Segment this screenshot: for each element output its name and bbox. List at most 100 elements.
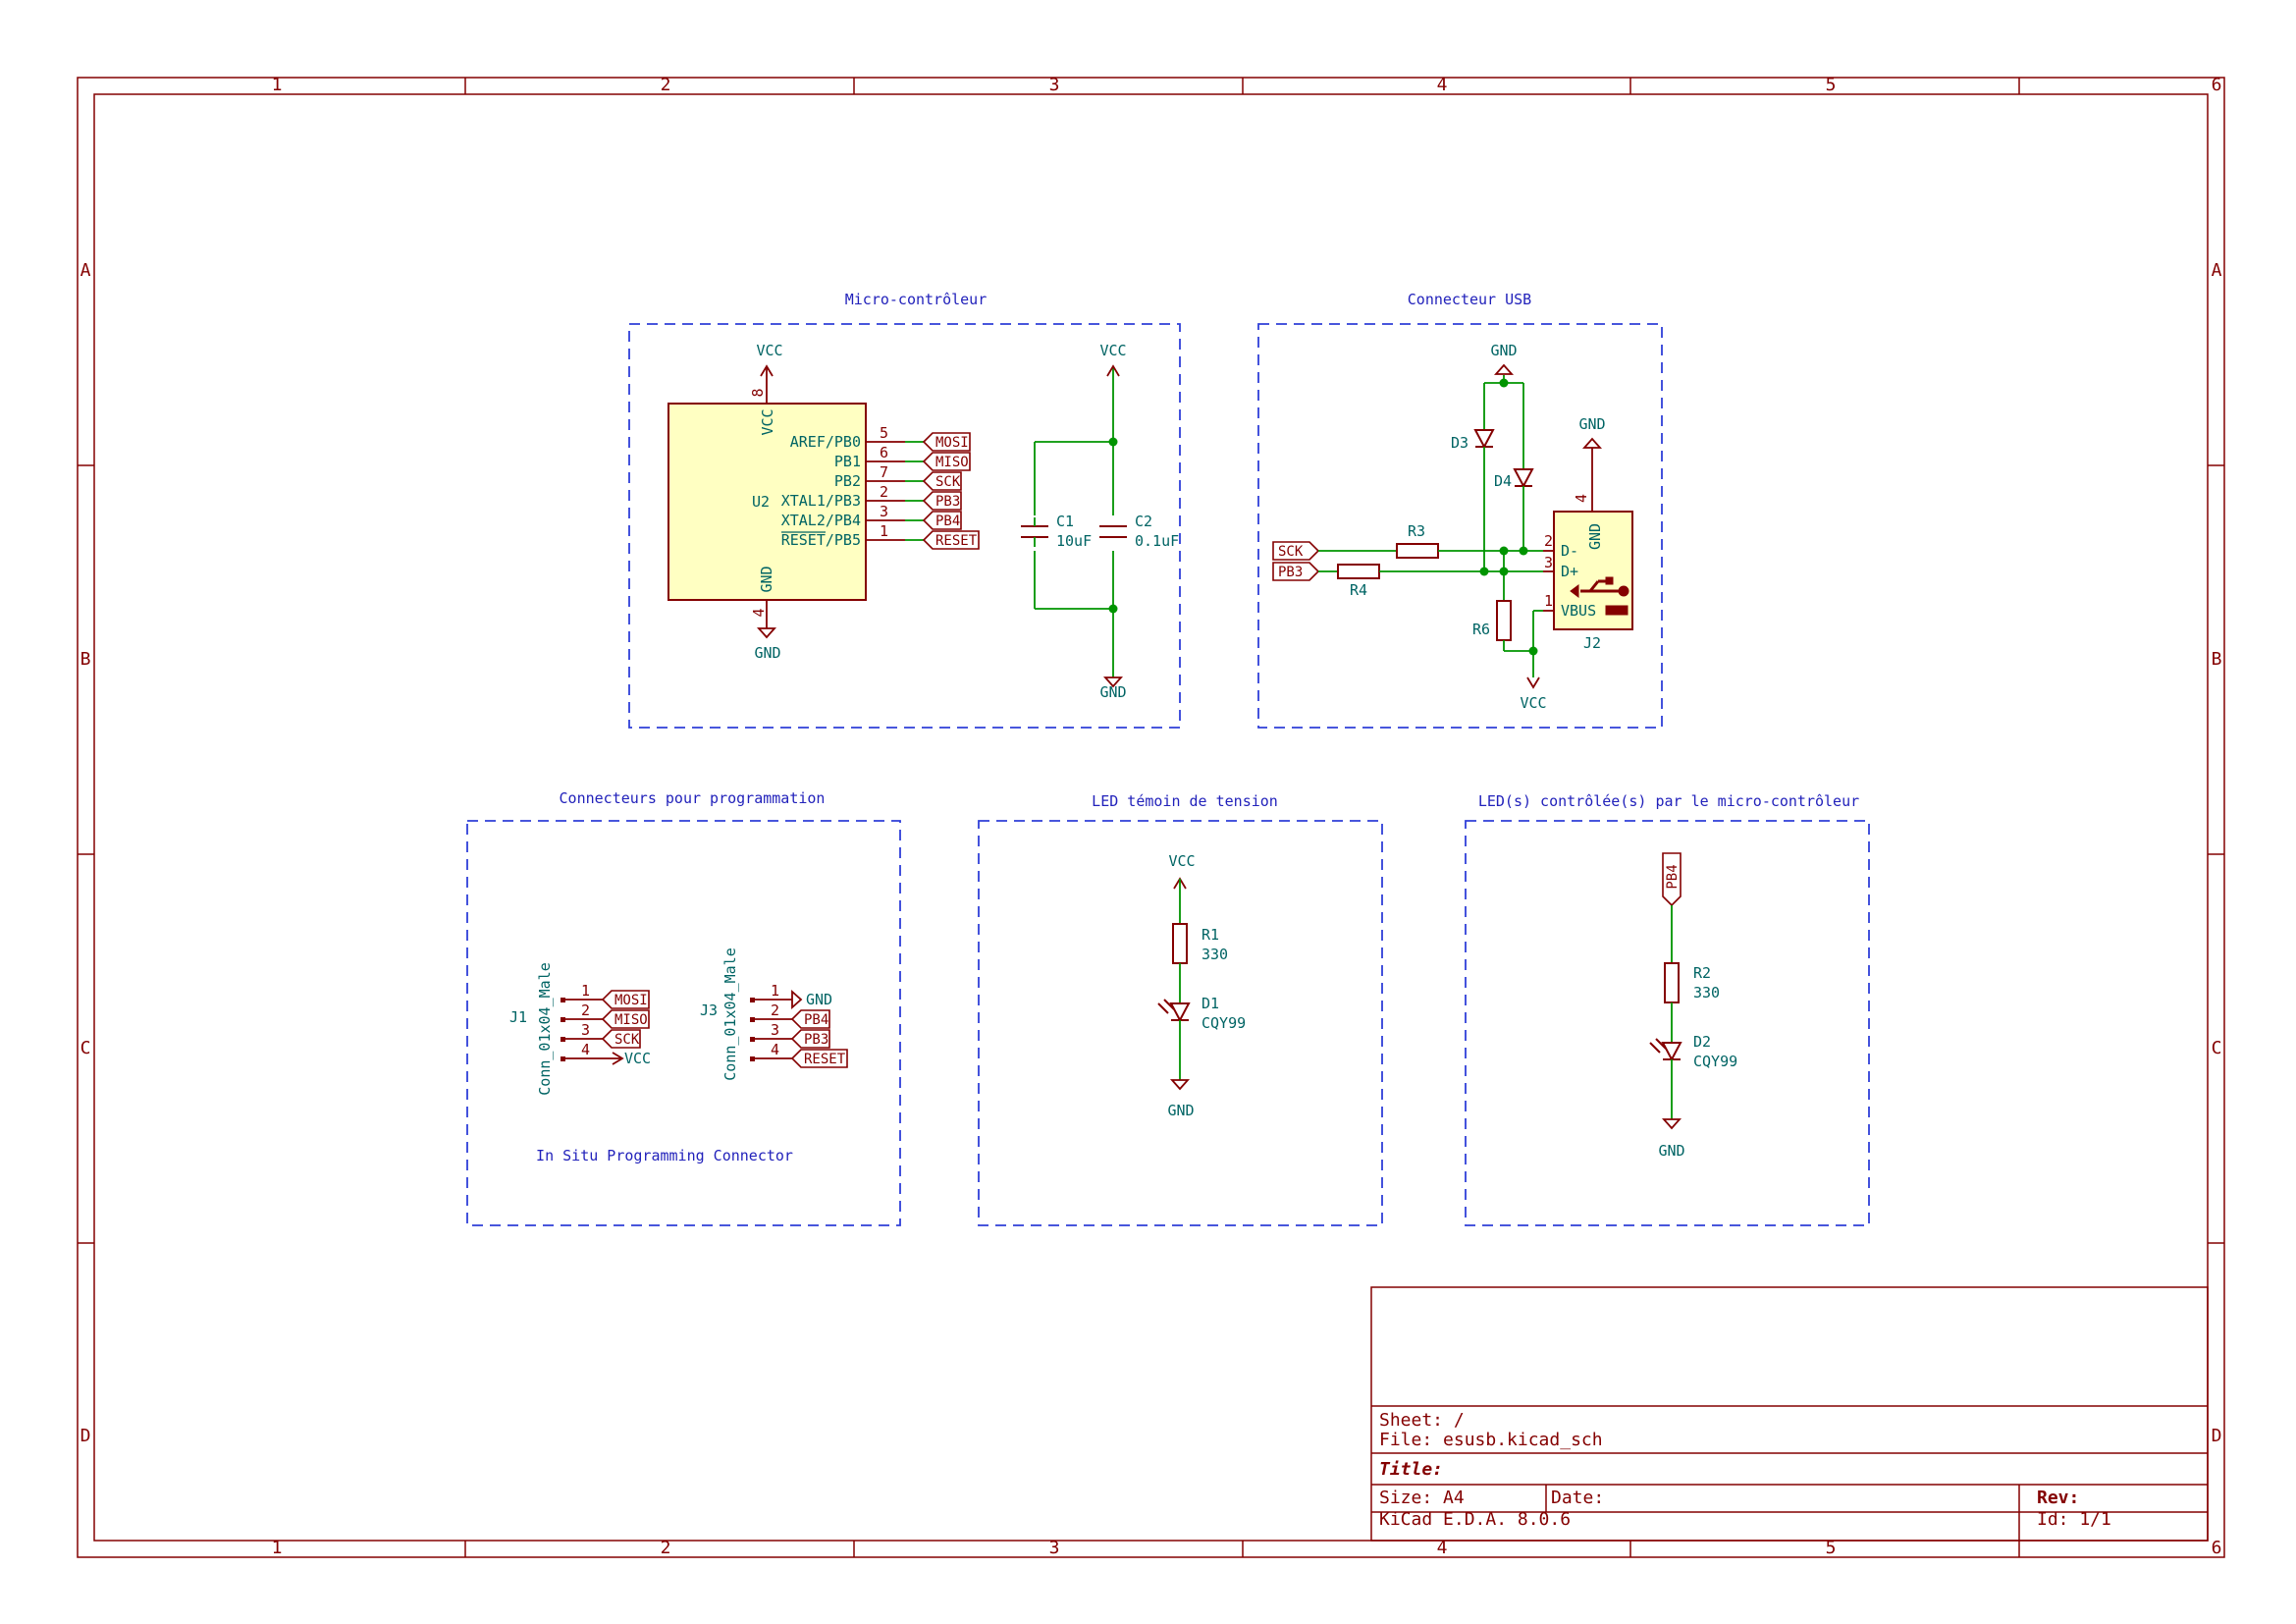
power-label: GND [1578, 415, 1605, 433]
led-power-circuit: VCC GND R1 330 D1 CQY99 [1157, 852, 1246, 1119]
pin-name: VBUS [1561, 602, 1596, 620]
conn-pin-head [561, 1037, 565, 1042]
col-label-top: 5 [1826, 75, 1837, 95]
pin-number: 2 [880, 483, 888, 501]
j1-value: Conn_01x04_Male [536, 962, 554, 1095]
r1-ref: R1 [1201, 926, 1219, 944]
r2-ref: R2 [1693, 964, 1711, 982]
row-label-left: B [80, 649, 91, 670]
col-label-bottom: 5 [1826, 1538, 1837, 1558]
d4-ref: D4 [1494, 472, 1512, 490]
gnd-symbol [791, 989, 803, 1010]
net-label-text: PB3 [804, 1032, 828, 1048]
pin-number: 2 [771, 1001, 779, 1019]
pin-number: 3 [771, 1021, 779, 1039]
power-label: GND [754, 644, 780, 662]
pin-number: 3 [880, 503, 888, 520]
pin-number: 4 [771, 1041, 779, 1058]
conn-pin-head [561, 1056, 565, 1061]
pin-name: PB1 [834, 453, 861, 470]
net-label-text: SCK [935, 474, 961, 490]
row-label-left: D [80, 1426, 91, 1446]
row-label-left: A [80, 260, 91, 281]
pin-number: 3 [581, 1021, 590, 1039]
j2-ref: J2 [1583, 634, 1601, 652]
col-label-bottom: 3 [1049, 1538, 1060, 1558]
pin-name: RESET/PB5 [781, 531, 861, 549]
row-label-right: B [2212, 649, 2222, 670]
col-label-top: 4 [1437, 75, 1448, 95]
row-label-right: C [2212, 1038, 2222, 1058]
microcontroller-u2[interactable]: 8 VCC 4 GND U2 [667, 367, 867, 628]
net-label-reset [922, 530, 980, 550]
net-label-pb3 [922, 491, 962, 511]
col-label-bottom: 1 [272, 1538, 283, 1558]
conn-pin-head [561, 1017, 565, 1022]
c1-ref: C1 [1056, 513, 1074, 530]
title-block: Sheet: / File: esusb.kicad_sch Title: Si… [1370, 1286, 2209, 1542]
power-label: GND [1490, 342, 1517, 359]
connector-j3[interactable]: J3 Conn_01x04_Male [700, 947, 739, 1080]
row-label-right: D [2212, 1426, 2222, 1446]
pin-number: 6 [880, 444, 888, 461]
sheet-label: Sheet: / [1379, 1410, 1465, 1431]
power-label: VCC [624, 1050, 651, 1067]
power-label: GND [1099, 683, 1126, 701]
date-label: Date: [1551, 1488, 1604, 1508]
section-title: Micro-contrôleur [845, 291, 988, 308]
net-label-pb4 [1662, 852, 1682, 907]
vcc-arrow [612, 1052, 624, 1065]
pin-name: GND [1586, 523, 1604, 550]
r1-value: 330 [1201, 946, 1228, 963]
section-programming: Connecteurs pour programmation [466, 789, 901, 1226]
j3-value: Conn_01x04_Male [721, 947, 739, 1080]
size-label: Size: A4 [1379, 1488, 1465, 1508]
r4-ref: R4 [1350, 581, 1367, 599]
net-label-text: MISO [935, 455, 969, 470]
net-label-miso [922, 452, 971, 471]
r3-ref: R3 [1408, 522, 1425, 540]
mcu-ref: U2 [752, 493, 770, 511]
net-label-sck [922, 471, 962, 491]
pin-number: 8 [749, 388, 767, 397]
net-label-pb4 [790, 1009, 830, 1029]
pin-number: 1 [581, 982, 590, 1000]
c2-value: 0.1uF [1135, 532, 1179, 550]
connector-j1[interactable]: J1 Conn_01x04_Male [509, 962, 554, 1095]
j1-ref: J1 [509, 1008, 527, 1026]
section-microcontroller: Micro-contrôleur [628, 291, 1181, 729]
col-label-top: 3 [1049, 75, 1060, 95]
title-label: Title: [1379, 1459, 1443, 1480]
j3-ref: J3 [700, 1001, 718, 1019]
pin-name: AREF/PB0 [790, 433, 861, 451]
col-label-bottom: 4 [1437, 1538, 1448, 1558]
row-label-right: A [2212, 260, 2222, 281]
conn-pin-head [561, 998, 565, 1002]
net-label-sck [601, 1029, 641, 1049]
c1-value: 10uF [1056, 532, 1092, 550]
pin-number: 4 [750, 608, 768, 617]
pin-name: PB2 [834, 472, 861, 490]
d3-ref: D3 [1451, 434, 1468, 452]
net-label-text: RESET [935, 533, 978, 549]
net-label-text: SCK [1278, 544, 1304, 560]
gnd-symbol: GND [754, 627, 781, 662]
net-label-text: MISO [614, 1012, 648, 1028]
power-label: VCC [1168, 852, 1195, 870]
net-label-pb3 [1272, 562, 1320, 581]
section-led-mcu: LED(s) contrôlée(s) par le micro-contrôl… [1465, 792, 1870, 1226]
rev-label: Rev: [2037, 1488, 2079, 1508]
section-title: Connecteur USB [1408, 291, 1531, 308]
net-label-text: PB4 [935, 514, 960, 529]
power-label: GND [1167, 1102, 1194, 1119]
pin-number: 1 [1544, 592, 1553, 610]
net-label-text: MOSI [614, 993, 648, 1008]
led-mcu-circuit: PB4 GND R2 330 D2 CQY99 [1649, 852, 1737, 1160]
frame-column-labels: 1 2 3 4 5 6 1 2 3 4 5 6 [272, 75, 2222, 1558]
frame-row-labels: A B C D A B C D [80, 260, 2222, 1446]
usb-connector-j2[interactable]: 2 3 1 4 D- D+ VBUS GND J2 GND [1543, 415, 1633, 652]
net-label-text: SCK [614, 1032, 640, 1048]
pin-name: XTAL2/PB4 [781, 512, 861, 529]
col-label-bottom: 2 [661, 1538, 671, 1558]
pin-number: 5 [880, 424, 888, 442]
